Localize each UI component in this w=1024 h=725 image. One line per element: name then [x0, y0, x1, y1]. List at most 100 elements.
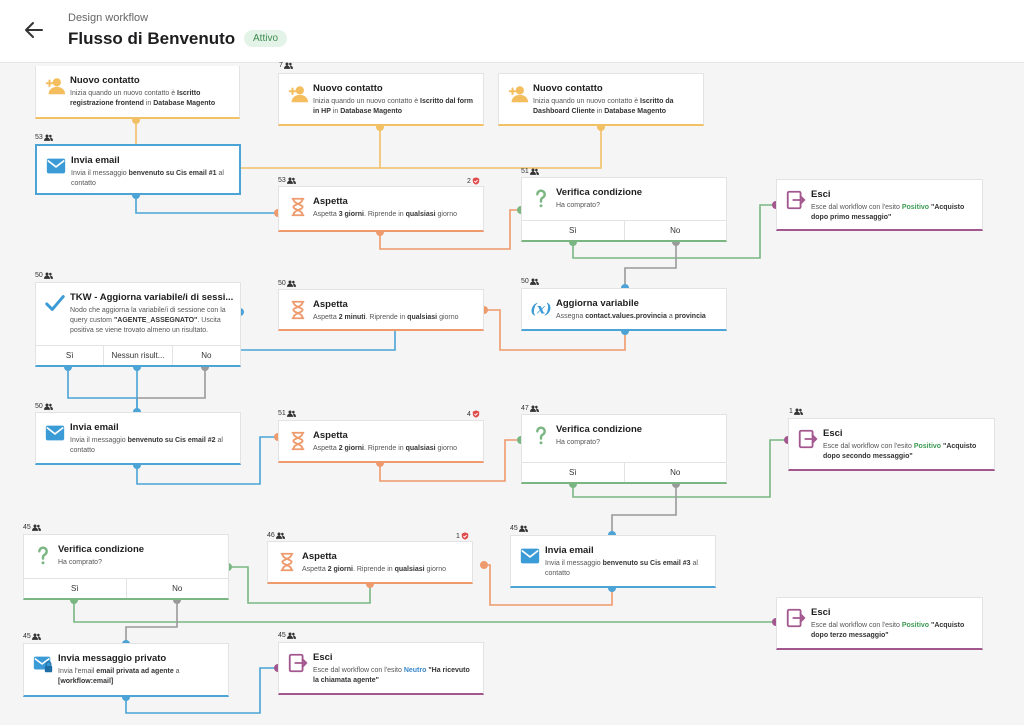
node-description: Invia il messaggio benvenuto su Cis emai… [70, 437, 223, 454]
hourglass-icon [287, 430, 309, 452]
contact-count: 51 [521, 168, 539, 175]
hourglass-icon [287, 299, 309, 321]
node-description: Ha comprato? [556, 439, 600, 446]
tkw-update-session-node[interactable]: TKW - Aggiorna variabile/i di sessi... N… [35, 282, 241, 367]
arrow-left-icon [25, 22, 43, 38]
node-description: Esce dal workflow con l'esito Positivo "… [811, 204, 965, 221]
contact-count: 45 [23, 633, 41, 640]
people-icon [287, 410, 296, 417]
node-title: Aspetta [313, 299, 348, 310]
output-yes[interactable]: Sì [568, 226, 577, 235]
add-user-icon [507, 83, 529, 105]
node-description: Ha comprato? [58, 559, 102, 566]
condition-node-3[interactable]: Verifica condizione Ha comprato? Sì No [23, 534, 229, 600]
node-title: Invia email [545, 545, 594, 556]
header-subtitle: Design workflow [68, 12, 149, 24]
node-description: Ha comprato? [556, 202, 600, 209]
trigger-node-dashboard[interactable]: Nuovo contatto Inizia quando un nuovo co… [498, 73, 704, 126]
people-icon [287, 280, 296, 287]
output-yes[interactable]: Sì [568, 468, 577, 477]
node-description: Inizia quando un nuovo contatto è Iscrit… [313, 98, 473, 115]
output-no[interactable]: No [171, 346, 240, 365]
send-email-node-2[interactable]: Invia email Invia il messaggio benvenuto… [35, 412, 241, 465]
condition-node-2[interactable]: Verifica condizione Ha comprato? Sì No [521, 414, 727, 484]
wait-node-3-giorni[interactable]: Aspetta Aspetta 3 giorni. Riprende in qu… [278, 186, 484, 232]
node-title: TKW - Aggiorna variabile/i di sessi... [70, 292, 234, 303]
people-icon [44, 403, 53, 410]
condition-outputs: Sì No [522, 462, 726, 482]
send-email-node-1[interactable]: Invia email Invia il messaggio benvenuto… [35, 144, 241, 195]
contact-count: 45 [510, 525, 528, 532]
output-no[interactable]: No [623, 221, 727, 240]
people-icon [530, 168, 539, 175]
workflow-header: Design workflow Flusso di Benvenuto Atti… [0, 0, 1024, 63]
question-mark-icon [530, 424, 552, 446]
update-variable-node[interactable]: Aggiorna variabile Assegna contact.value… [521, 288, 727, 331]
add-user-icon [44, 75, 66, 97]
output-yes[interactable]: Sì [70, 584, 79, 593]
trigger-node-registrazione[interactable]: Nuovo contatto Inizia quando un nuovo co… [35, 66, 240, 119]
contact-count: 45 [23, 524, 41, 531]
back-button[interactable] [22, 18, 46, 42]
hourglass-icon [276, 551, 298, 573]
page-title: Flusso di Benvenuto [68, 29, 236, 48]
node-title: Esci [811, 607, 831, 618]
node-title: Verifica condizione [556, 187, 643, 198]
node-description: Esce dal workflow con l'esito Positivo "… [811, 622, 965, 639]
condition-node-1[interactable]: Verifica condizione Ha comprato? Sì No [521, 177, 727, 242]
node-title: Nuovo contatto [70, 75, 140, 86]
exit-node-2[interactable]: Esci Esce dal workflow con l'esito Posit… [788, 418, 995, 471]
wait-node-2-giorni-a[interactable]: Aspetta Aspetta 2 giorni. Riprende in qu… [278, 420, 484, 463]
node-description: Invia il messaggio benvenuto su Cis emai… [545, 560, 698, 577]
send-email-node-3[interactable]: Invia email Invia il messaggio benvenuto… [510, 535, 716, 588]
node-title: Verifica condizione [556, 424, 643, 435]
node-description: Nodo che aggiorna la variabile/i di sess… [70, 307, 226, 334]
trigger-node-form-hp[interactable]: Nuovo contatto Inizia quando un nuovo co… [278, 73, 484, 126]
node-description: Inizia quando un nuovo contatto è Iscrit… [70, 90, 216, 107]
status-badge: Attivo [244, 30, 288, 47]
contact-count: 50 [35, 272, 53, 279]
contact-count: 1 [789, 408, 803, 415]
condition-outputs: Sì No [24, 578, 228, 598]
output-no[interactable]: No [623, 463, 727, 482]
wait-node-2-giorni-b[interactable]: Aspetta Aspetta 2 giorni. Riprende in qu… [267, 541, 473, 584]
contact-count: 53 [35, 134, 53, 141]
node-description: Aspetta 2 giorni. Riprende in qualsiasi … [313, 445, 457, 452]
node-title: Aspetta [302, 551, 337, 562]
tkw-outputs: Sì Nessun risult... No [36, 345, 240, 365]
send-private-message-node[interactable]: Invia messaggio privato Invia l'email em… [23, 643, 229, 697]
node-description: Aspetta 2 giorni. Riprende in qualsiasi … [302, 566, 446, 573]
node-title: Esci [811, 189, 831, 200]
exit-node-4[interactable]: Esci Esce dal workflow con l'esito Neutr… [278, 642, 484, 695]
people-icon [44, 272, 53, 279]
node-title: Nuovo contatto [313, 83, 383, 94]
exit-door-icon [287, 652, 309, 674]
people-icon [32, 524, 41, 531]
contact-count: 51 [278, 410, 296, 417]
variable-icon [530, 298, 552, 320]
people-icon [32, 633, 41, 640]
output-yes[interactable]: Sì [65, 351, 74, 360]
goal-shield-icon [472, 410, 480, 418]
output-no[interactable]: No [125, 579, 229, 598]
node-title: Esci [823, 428, 843, 439]
contact-count: 53 [278, 177, 296, 184]
output-no-result[interactable]: Nessun risult... [103, 346, 171, 365]
node-title: Aggiorna variabile [556, 298, 639, 309]
goal-shield-icon [472, 177, 480, 185]
envelope-icon [45, 155, 67, 177]
wait-node-2-minuti[interactable]: Aspetta Aspetta 2 minuti. Riprende in qu… [278, 289, 484, 331]
people-icon [794, 408, 803, 415]
contact-count: 50 [521, 278, 539, 285]
node-title: Nuovo contatto [533, 83, 603, 94]
people-icon [530, 278, 539, 285]
goal-count: 1 [456, 532, 469, 540]
exit-node-1[interactable]: Esci Esce dal workflow con l'esito Posit… [776, 179, 983, 231]
people-icon [519, 525, 528, 532]
exit-door-icon [797, 428, 819, 450]
exit-node-3[interactable]: Esci Esce dal workflow con l'esito Posit… [776, 597, 983, 650]
people-icon [276, 532, 285, 539]
node-title: Verifica condizione [58, 544, 145, 555]
node-title: Esci [313, 652, 333, 663]
question-mark-icon [32, 544, 54, 566]
